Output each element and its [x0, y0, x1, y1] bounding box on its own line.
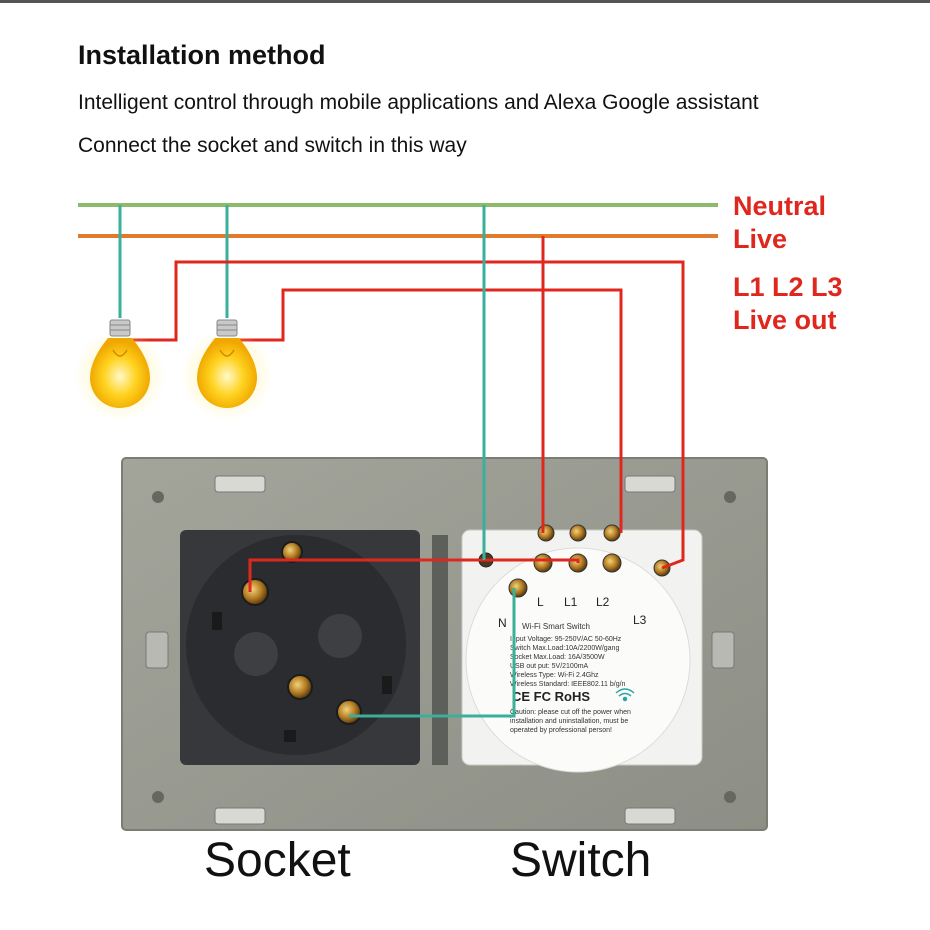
switch-model-name: Wi-Fi Smart Switch	[522, 622, 590, 631]
l1-l2-l3-label: L1 L2 L3	[733, 272, 843, 302]
terminal-label-n: N	[498, 616, 507, 630]
socket-caption: Socket	[204, 834, 351, 887]
socket-pin-hole	[234, 632, 278, 676]
switch-to-socket-live-wire	[248, 558, 580, 592]
l1-live-out-wire	[128, 260, 685, 570]
live-label: Live	[733, 224, 788, 254]
terminal-label-l: L	[537, 595, 544, 609]
frame-clip	[214, 807, 266, 825]
socket-pin-hole	[318, 614, 362, 658]
switch-spec-line: Wireless Standard: IEEE802.11 b/g/n	[510, 681, 626, 688]
socket-slot	[382, 676, 392, 694]
frame-clip	[145, 631, 169, 669]
light-bulb-icon	[74, 319, 166, 421]
switch-spec-line: USB out put: 5V/2100mA	[510, 663, 589, 670]
socket-side-rail	[432, 535, 448, 765]
switch-terminal-l	[533, 553, 553, 573]
l2-live-out-wire	[236, 288, 623, 533]
frame-clip	[214, 475, 266, 493]
switch-screw-l2	[603, 524, 621, 542]
socket-slot	[212, 612, 222, 630]
socket-slot	[284, 730, 296, 742]
frame-clip	[711, 631, 735, 669]
socket-contact-top	[281, 541, 303, 563]
switch-screw-l1	[569, 524, 587, 542]
screw-hole	[152, 791, 164, 803]
neutral-label: Neutral	[733, 191, 827, 221]
screw-hole	[152, 491, 164, 503]
switch-face	[465, 547, 691, 773]
socket-contact-neutral	[336, 699, 362, 725]
switch-spec-line: Switch Max.Load:10A/2200W/gang	[510, 645, 619, 652]
caution-line: installation and uninstallation, must be	[510, 718, 628, 725]
switch-spec-line: Input Voltage: 95-250V/AC 50-60Hz	[510, 636, 622, 643]
certification-marks: CE FC RoHS	[512, 689, 590, 704]
switch-spec-line: Socket Max.Load: 16A/3500W	[510, 654, 605, 661]
switch-spec-line: Wireless Type: Wi-Fi 2.4Ghz	[510, 672, 599, 679]
switch-screw-l	[537, 524, 555, 542]
wifi-icon	[615, 688, 635, 702]
terminal-label-l3: L3	[633, 613, 647, 627]
terminal-label-l1: L1	[564, 595, 578, 609]
switch-caption: Switch	[510, 834, 652, 887]
switch-terminal-l2	[602, 553, 622, 573]
top-border-line	[0, 0, 930, 3]
page-title: Installation method	[78, 40, 326, 70]
socket-contact-earth	[287, 674, 313, 700]
description-line-1: Intelligent control through mobile appli…	[78, 91, 759, 114]
live-out-label: Live out	[733, 305, 837, 335]
frame-clip	[624, 475, 676, 493]
terminal-label-l2: L2	[596, 595, 610, 609]
socket-face	[186, 535, 406, 755]
socket-contact-left	[241, 578, 269, 606]
description-line-2: Connect the socket and switch in this wa…	[78, 134, 467, 157]
switch-to-socket-neutral-wire	[349, 588, 516, 718]
screw-hole	[724, 491, 736, 503]
frame-clip	[624, 807, 676, 825]
light-bulb-icon	[181, 319, 273, 421]
switch-terminal-n	[508, 578, 528, 598]
caution-line: Caution: please cut off the power when	[510, 709, 631, 716]
caution-line: operated by professional person!	[510, 727, 612, 734]
screw-hole	[724, 791, 736, 803]
